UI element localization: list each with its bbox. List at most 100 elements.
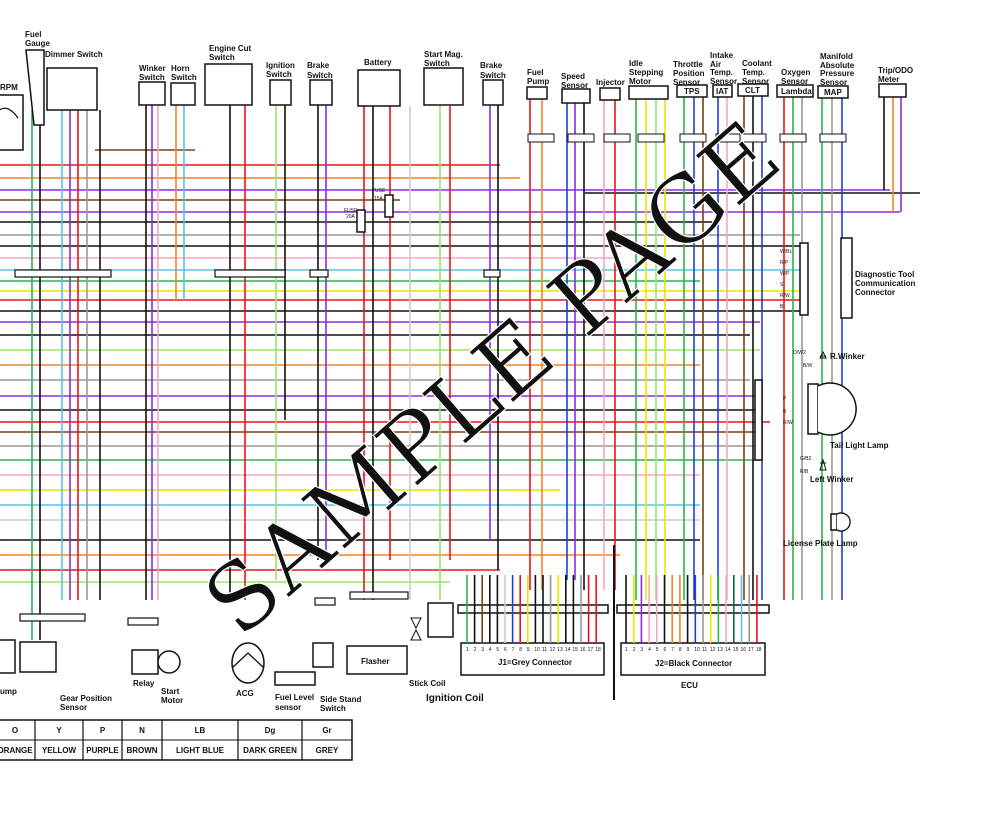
j2-pin-number: 11 [702,647,707,653]
oxygen-sensor-label: Oxygen [781,68,810,77]
side-stand-label: Side Stand [320,695,361,704]
j2-pin-number: 3 [640,647,643,653]
fuel-pump-connector [526,86,548,100]
brake-switch-rear [482,79,504,106]
gear-sensor-label: Gear Position [60,694,112,703]
iat-label-4: Sensor [710,77,737,86]
iat-label: Intake [710,51,734,60]
ignition-coil-label: Ignition Coil [426,693,484,704]
injector-connector [599,87,621,101]
ignition-switch-label-2: Switch [266,70,292,79]
j2-pin-number: 8 [679,647,682,653]
stick-coil-label: Stick Coil [409,679,445,688]
fuse-20a-label: FUSE [344,208,358,214]
legend-code: P [100,726,106,735]
j1-pin-number: 16 [580,647,586,653]
sensor-connector [527,133,555,143]
tps-label-3: Sensor [673,78,700,87]
map-label-4: Sensor [820,78,847,87]
j1-pin-number: 17 [588,647,594,653]
rpm-dial-icon [0,107,19,119]
license-lamp-bulb-icon [836,512,851,532]
legend-code: Y [56,726,62,735]
fuel-pump-label-2: Pump [527,77,549,86]
relay [131,649,159,675]
diag-wire-label: W/P [780,271,790,277]
inline-connector [127,617,159,626]
fuel-pump-motor [0,639,16,674]
idle-motor-connector [628,85,669,100]
rear-connector [754,379,763,461]
j1-pin-number: 1 [466,647,469,653]
iat-code: IAT [716,87,728,96]
acg-label: ACG [236,689,254,698]
start-mag-switch-label-2: Switch [424,59,450,68]
j1-pin-number: 18 [595,647,601,653]
brake-switch-rear-label-2: Switch [480,71,506,80]
idle-motor-label-3: Motor [629,77,651,86]
trip-meter-connector [878,83,907,98]
sensor-connector [603,133,631,143]
fuel-level-sensor [274,671,316,686]
fuel-gauge-label-2: Gauge [25,39,50,48]
legend-color-name: DARK GREEN [243,746,297,755]
left-winker-label: Left Winker [810,475,854,484]
diagnostic-label-2: Communication [855,279,916,288]
j2-pin-number: 4 [648,647,651,653]
j1-pin-number: 5 [496,647,499,653]
sensor-connector [819,133,847,143]
winker-switch-label: Winker [139,64,166,73]
horn-switch [170,82,196,106]
license-lamp-label: License Plate Lamp [783,539,858,548]
j2-plug [616,604,770,614]
rear-wire-label: B [783,409,787,415]
legend-code: N [139,726,145,735]
fuel-level-label: Fuel Level [275,693,314,702]
watermark: SAMPLE PAGE [184,100,802,657]
brake-switch-rear-label: Brake [480,61,503,70]
rear-wire-label: R/W [783,420,793,426]
engine-cut-switch-label: Engine Cut [209,44,252,53]
ignition-switch [269,79,292,106]
rpm-label: RPM [0,83,18,92]
fuel-gauge-label: Fuel [25,30,41,39]
legend-color-name: PURPLE [86,746,119,755]
fuse-15a-rating: 15A [374,196,384,202]
j2-pin-number: 6 [664,647,667,653]
winker-switch-label-2: Switch [139,73,165,82]
tps-connector [676,84,708,98]
brake-switch-front-label-2: Switch [307,71,333,80]
oxygen-sensor-label-2: Sensor [781,77,808,86]
legend-code: LB [195,726,206,735]
j2-pin-number: 2 [633,647,636,653]
left-winker-bulb-icon [819,458,827,471]
pump-label: ump [0,687,17,696]
battery [357,69,401,107]
brake-switch-front [309,79,333,106]
diagnostic-connector [840,237,853,319]
j1-pin-number: 14 [565,647,571,653]
j1-pin-number: 9 [527,647,530,653]
j1-pin-number: 13 [557,647,563,653]
legend-color-name: ORANGE [0,746,33,755]
sensor-connector [567,133,595,143]
wires [0,96,920,640]
diag-wire-label: W/BL [780,249,792,255]
sensor-connector [637,133,665,143]
rear-wire-label: O/W2 [793,350,806,356]
acg-stator-icon [231,652,265,669]
rear-wire-label: P [783,396,787,402]
tail-light-base [807,383,819,435]
tail-light-label: Tail Light Lamp [830,441,889,450]
fuel-level-label-2: sensor [275,703,301,712]
j2-connector [620,642,766,676]
j2-pin-number: 12 [710,647,716,653]
j1-pin-number: 2 [474,647,477,653]
ignition-switch-label: Ignition [266,61,295,70]
inline-connector [314,597,336,606]
horn-switch-label-2: Switch [171,73,197,82]
map-code: MAP [824,88,842,97]
inline-connector [309,269,329,278]
